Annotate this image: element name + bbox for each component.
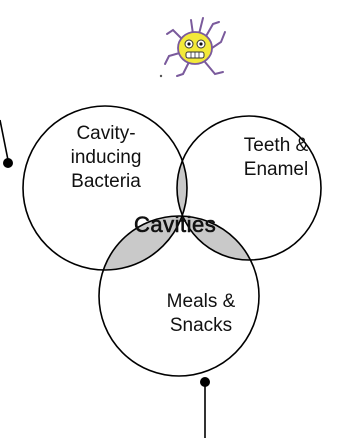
small-dot <box>160 75 162 77</box>
bacteria-label-line-1: Cavity- <box>48 122 164 146</box>
bacteria-label-line-3: Bacteria <box>48 170 164 194</box>
teeth-label-line-1: Teeth & <box>226 134 326 158</box>
bottom-connector <box>200 377 210 438</box>
center-label: Cavities <box>134 212 216 238</box>
teeth-label: Teeth & Enamel <box>226 134 326 182</box>
meals-label: Meals & Snacks <box>146 290 256 338</box>
bacteria-label: Cavity- inducing Bacteria <box>48 122 164 194</box>
meals-label-line-2: Snacks <box>146 314 256 338</box>
teeth-label-line-2: Enamel <box>226 158 326 182</box>
cartoon-germ-icon <box>165 18 225 76</box>
left-connector-dot <box>3 158 13 168</box>
left-connector <box>0 120 13 168</box>
bacteria-label-line-2: inducing <box>48 146 164 170</box>
meals-label-line-1: Meals & <box>146 290 256 314</box>
bottom-connector-dot <box>200 377 210 387</box>
